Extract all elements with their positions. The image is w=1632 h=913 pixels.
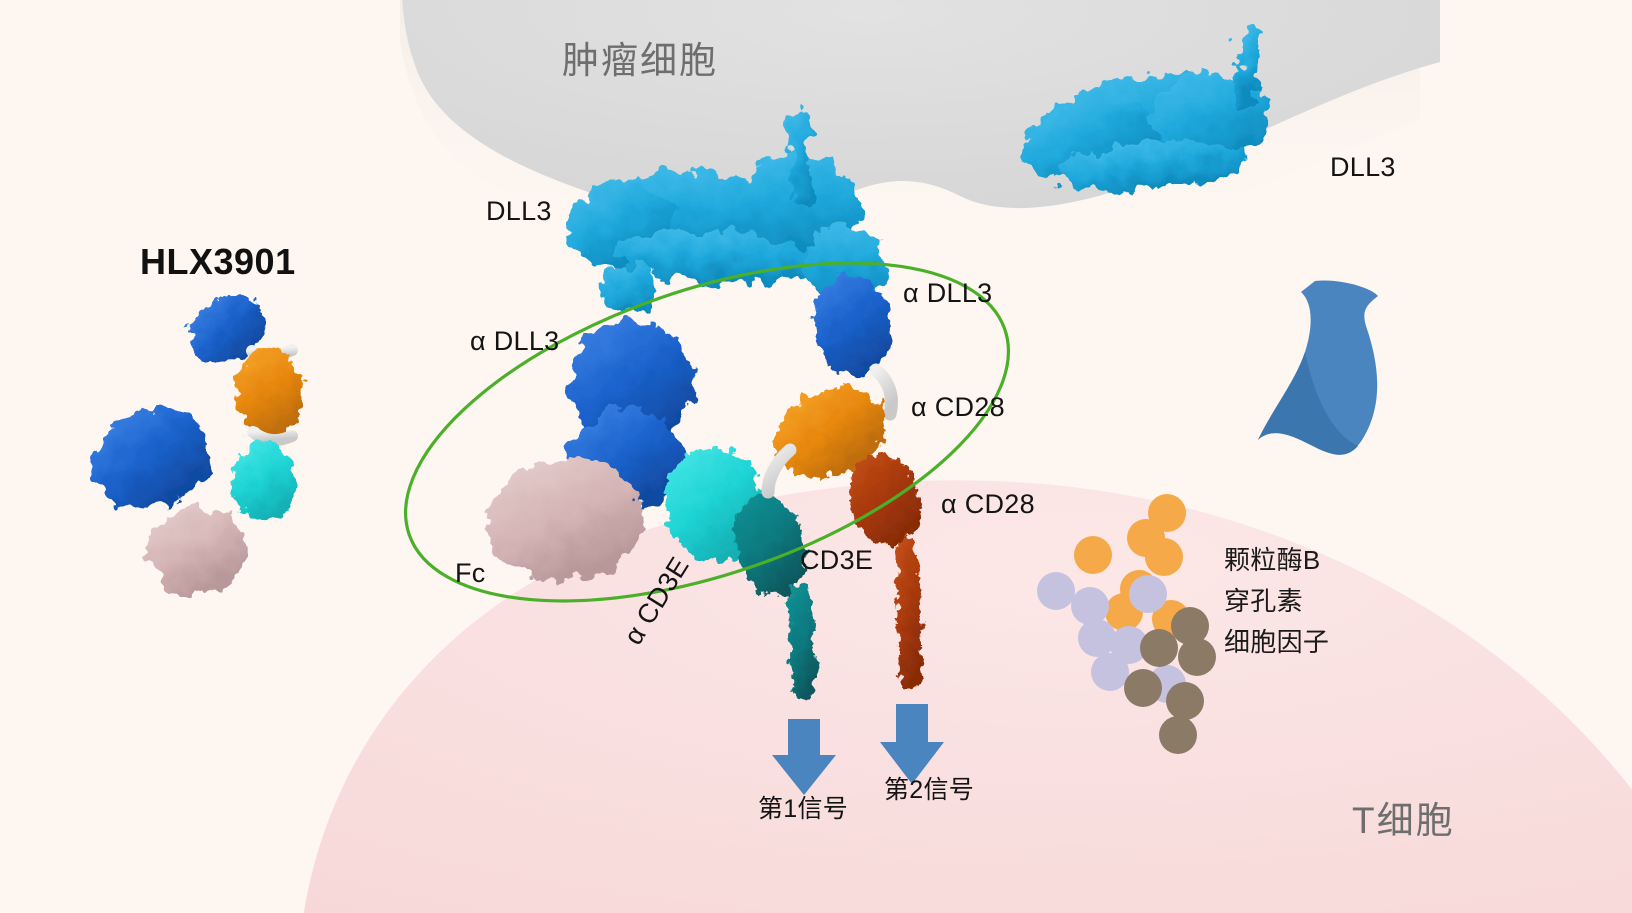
hlx-linker-2 — [247, 426, 298, 447]
hlx3901-title: HLX3901 — [140, 241, 296, 282]
dll3-bound-molecule — [568, 110, 887, 314]
bound-fc — [487, 457, 643, 583]
hlx-anti-cd28 — [234, 349, 304, 435]
signal-2-label: 第2信号 — [884, 776, 975, 804]
bound-anti-dll3-right — [813, 273, 891, 377]
dll3-free-molecule — [1025, 22, 1268, 191]
alpha-cd28-lower-label: α CD28 — [941, 489, 1035, 519]
blue-crescent-glyph — [1258, 280, 1378, 455]
signal-1-arrow — [772, 719, 836, 795]
hlx-fc — [147, 507, 247, 595]
hlx-anti-dll3-main — [91, 408, 213, 508]
bound-linker-right — [869, 363, 898, 421]
bound-anti-cd28 — [774, 386, 886, 478]
effector-item-perforin: 穿孔素 — [1224, 586, 1303, 616]
effector-item-cytokine: 细胞因子 — [1224, 627, 1330, 657]
dll3-right-label: DLL3 — [1330, 152, 1396, 182]
hlx3901-molecule — [91, 296, 304, 595]
dll3-left-label: DLL3 — [486, 196, 552, 226]
granule-cluster — [1037, 494, 1216, 754]
fc-label: Fc — [455, 558, 486, 588]
signal-2-arrow — [880, 704, 944, 784]
cd28-receptor — [846, 454, 923, 690]
t-cell-body — [303, 480, 1632, 913]
hlx-anti-dll3-top — [188, 296, 266, 364]
tumor-cell-body — [402, 0, 1440, 225]
cd3e-label: CD3E — [800, 545, 874, 575]
effector-molecules-list: 颗粒酶B 穿孔素 细胞因子 — [1224, 540, 1329, 663]
signal-1-label: 第1信号 — [758, 795, 849, 823]
bound-linker-cd3e — [761, 443, 797, 499]
effector-item-granzyme-b: 颗粒酶B — [1224, 545, 1321, 575]
hlx3901-highlight-ellipse — [403, 261, 1011, 603]
cd3e-receptor — [734, 493, 817, 700]
alpha-dll3-left-label: α DLL3 — [470, 326, 560, 356]
hlx-anti-cd3e — [231, 441, 297, 521]
alpha-dll3-right-label: α DLL3 — [903, 278, 993, 308]
alpha-cd28-upper-label: α CD28 — [911, 392, 1005, 422]
t-cell-label: T细胞 — [1352, 800, 1455, 841]
tumor-cell-label: 肿瘤细胞 — [562, 40, 718, 81]
